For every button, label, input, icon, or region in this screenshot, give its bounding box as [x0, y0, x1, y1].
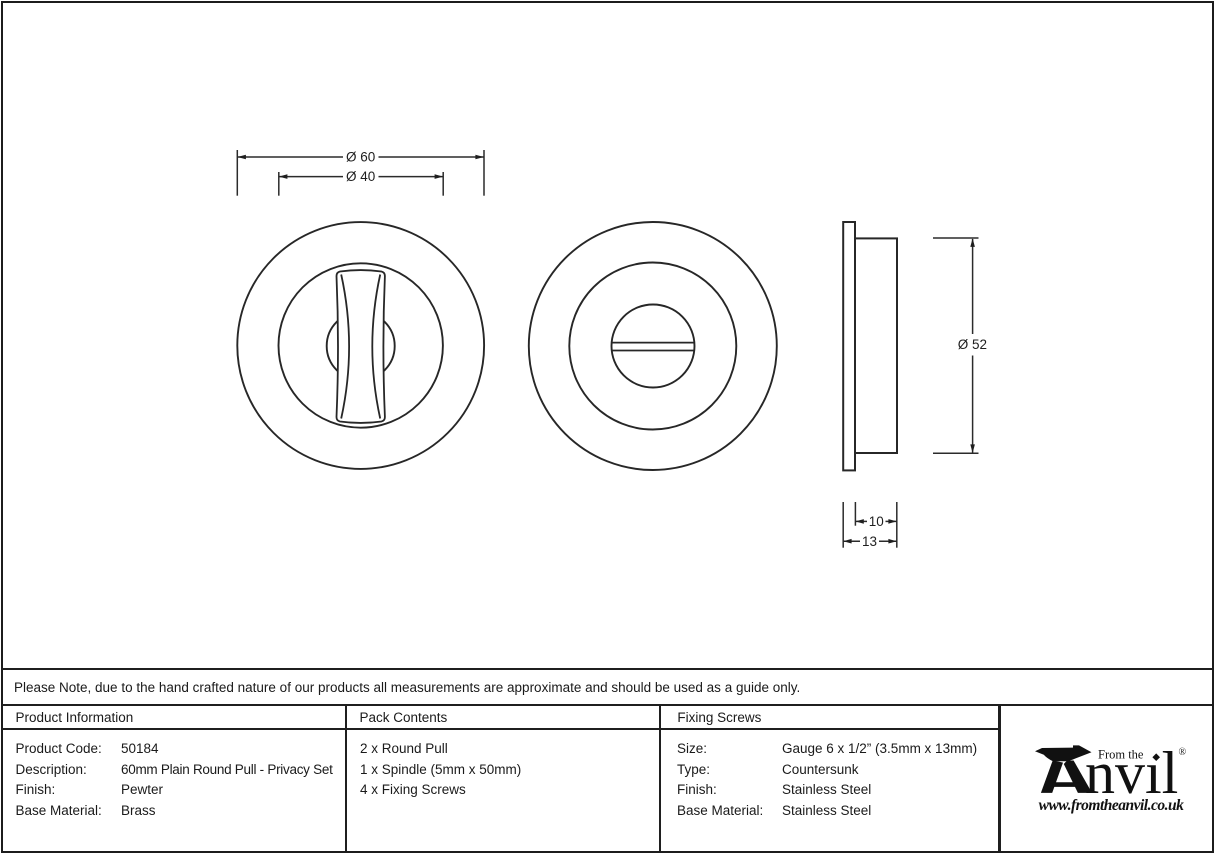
svg-text:nvıl: nvıl	[1085, 740, 1178, 806]
svg-text:®: ®	[1179, 747, 1187, 758]
svg-text:13: 13	[862, 534, 877, 549]
svg-text:Ø 40: Ø 40	[346, 169, 375, 184]
svg-text:From the: From the	[1098, 748, 1144, 762]
svg-text:10: 10	[869, 514, 884, 529]
svg-text:www.fromtheanvil.co.uk: www.fromtheanvil.co.uk	[1039, 797, 1184, 814]
svg-text:Ø 52: Ø 52	[958, 337, 987, 352]
svg-text:Ø 60: Ø 60	[346, 150, 375, 165]
